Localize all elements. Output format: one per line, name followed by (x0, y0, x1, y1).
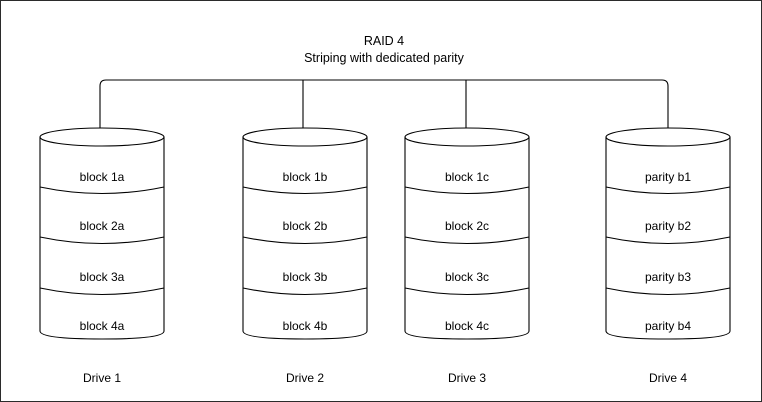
cylinder-divider-4-2 (605, 236, 731, 245)
cylinder-divider-2-3 (242, 287, 368, 296)
drive-label-1: Drive 1 (83, 371, 121, 385)
cylinder-divider-1-2 (39, 236, 165, 245)
cylinder-body-4 (605, 136, 731, 340)
cylinder-body-3 (404, 136, 530, 340)
drive-group-4[interactable]: parity b1 parity b2 parity b3 parity b4 … (605, 127, 731, 385)
cylinder-divider-2-2 (242, 236, 368, 245)
controller-bus (99, 79, 669, 129)
cylinder-divider-2-1 (242, 186, 368, 195)
drive-label-3: Drive 3 (448, 371, 486, 385)
block-label: block 4c (445, 319, 489, 333)
block-label: parity b3 (645, 270, 691, 284)
cylinder-top-2 (242, 127, 368, 147)
block-label: block 4a (80, 319, 125, 333)
block-label: block 3c (445, 270, 489, 284)
block-label: block 2b (283, 219, 328, 233)
block-label: parity b2 (645, 219, 691, 233)
cylinder-top-3 (404, 127, 530, 147)
block-label: block 3b (283, 270, 328, 284)
cylinder-divider-3-3 (404, 287, 530, 296)
diagram-title-line-1: RAID 4 (364, 34, 404, 48)
drive-group-2[interactable]: block 1b block 2b block 3b block 4b Driv… (242, 127, 368, 385)
bus-backbone (99, 79, 669, 129)
drive-group-3[interactable]: block 1c block 2c block 3c block 4c Driv… (404, 127, 530, 385)
block-label: parity b1 (645, 170, 691, 184)
diagram-title-line-2: Striping with dedicated parity (304, 51, 465, 65)
block-label: block 4b (283, 319, 328, 333)
block-label: parity b4 (645, 319, 691, 333)
drive-label-2: Drive 2 (286, 371, 324, 385)
block-label: block 1a (80, 170, 125, 184)
drive-label-4: Drive 4 (649, 371, 687, 385)
cylinder-divider-4-1 (605, 186, 731, 195)
block-label: block 1b (283, 170, 328, 184)
cylinder-divider-1-1 (39, 186, 165, 195)
block-label: block 1c (445, 170, 489, 184)
block-label: block 2a (80, 219, 125, 233)
drive-group-1[interactable]: block 1a block 2a block 3a block 4a Driv… (39, 127, 165, 385)
cylinder-top-1 (39, 127, 165, 147)
cylinder-divider-4-3 (605, 287, 731, 296)
cylinder-divider-1-3 (39, 287, 165, 296)
cylinder-body-2 (242, 136, 368, 340)
cylinder-divider-3-1 (404, 186, 530, 195)
cylinder-body-1 (39, 136, 165, 340)
block-label: block 3a (80, 270, 125, 284)
cylinder-divider-3-2 (404, 236, 530, 245)
block-label: block 2c (445, 219, 489, 233)
cylinder-top-4 (605, 127, 731, 147)
